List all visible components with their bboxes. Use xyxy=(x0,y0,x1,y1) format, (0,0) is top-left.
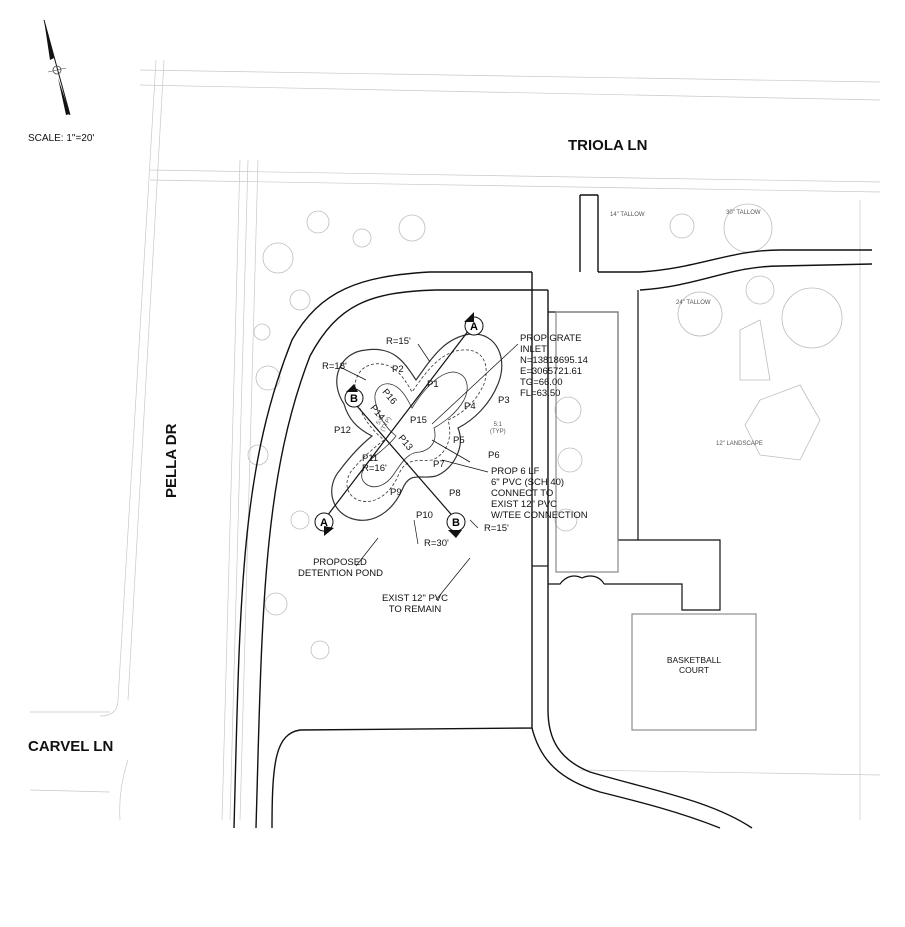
section-b-label: B xyxy=(452,517,460,529)
tree-label: 24" TALLOW xyxy=(676,300,711,306)
pvc-connection-note: PROP 6 LF 6" PVC (SCH 40) CONNECT TO EXI… xyxy=(491,466,588,521)
slope-label: 5:1(TYP) xyxy=(490,422,506,435)
basketball-court-outline xyxy=(631,613,757,731)
radius-label: R=18' xyxy=(322,361,347,372)
basketball-court-label: BASKETBALL COURT xyxy=(666,655,722,675)
radius-label: R=30' xyxy=(424,538,449,549)
point-label-p10: P10 xyxy=(416,510,433,521)
section-marker-b-left: B xyxy=(344,384,364,408)
section-marker-b-right: B xyxy=(446,512,466,538)
tree-label: 14" TALLOW xyxy=(610,212,645,218)
point-label-p2: P2 xyxy=(392,364,404,375)
point-label-p7: P7 xyxy=(433,459,445,470)
leader-lines xyxy=(339,343,519,601)
radius-label: R=15' xyxy=(484,523,509,534)
detention-pond xyxy=(331,333,503,521)
survey-linework xyxy=(29,59,881,821)
section-a-label: A xyxy=(320,517,328,529)
north-arrow-icon xyxy=(43,19,71,116)
radius-label: R=15' xyxy=(386,336,411,347)
point-label-p9: P9 xyxy=(390,487,402,498)
street-label-pella: PELLA DR xyxy=(163,423,180,498)
point-label-p15: P15 xyxy=(410,415,427,426)
street-label-triola: TRIOLA LN xyxy=(568,137,648,154)
building-outline xyxy=(532,290,721,611)
section-marker-a-top: A xyxy=(464,312,484,336)
tree-label: 30" TALLOW xyxy=(726,210,761,216)
scale-label: SCALE: 1"=20' xyxy=(28,133,95,144)
radius-label: R=16' xyxy=(362,463,387,474)
point-label-p11: P11 xyxy=(362,453,379,464)
section-lines xyxy=(323,325,473,521)
section-marker-a-bottom: A xyxy=(314,512,334,536)
section-a-label: A xyxy=(470,321,478,333)
point-label-p5: P5 xyxy=(453,435,465,446)
roads xyxy=(233,194,873,829)
point-label-p1: P1 xyxy=(427,379,439,390)
street-label-carvel: CARVEL LN xyxy=(28,738,114,755)
point-label-p4: P4 xyxy=(464,401,476,412)
point-label-p12: P12 xyxy=(334,425,351,436)
point-label-p6: P6 xyxy=(488,450,500,461)
point-label-p8: P8 xyxy=(449,488,461,499)
point-label-p3: P3 xyxy=(498,395,510,406)
grate-inlet-note: PROP GRATE INLET N=13818695.14 E=3065721… xyxy=(520,333,588,399)
exist-pvc-note: EXIST 12" PVC TO REMAIN xyxy=(381,593,449,615)
detention-pond-note: PROPOSED DETENTION POND xyxy=(298,557,383,579)
section-b-label: B xyxy=(350,393,358,405)
tree-symbols xyxy=(247,203,843,660)
tree-label: 12" LANDSCAPE xyxy=(716,441,763,447)
